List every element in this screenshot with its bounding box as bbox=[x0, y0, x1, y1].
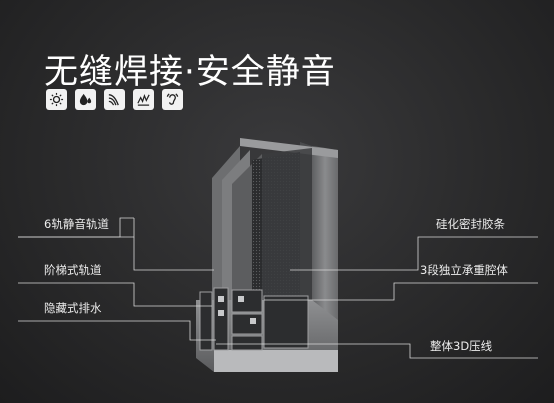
sound-wave-icon bbox=[133, 89, 154, 110]
leader-line-hidden-drainage bbox=[18, 320, 216, 341]
label-silicone-seal: 硅化密封胶条 bbox=[436, 217, 505, 231]
feature-icons bbox=[46, 89, 183, 110]
wind-icon bbox=[104, 89, 125, 110]
label-3-chambers: 3段独立承重腔体 bbox=[420, 263, 508, 277]
label-hidden-drainage: 隐藏式排水 bbox=[44, 301, 102, 315]
leader-line-chambers bbox=[264, 282, 538, 301]
label-3d-press-line: 整体3D压线 bbox=[430, 339, 493, 353]
leader-line-seal-strip bbox=[290, 236, 538, 271]
leader-line-stepped-track bbox=[18, 282, 212, 307]
label-stepped-track: 阶梯式轨道 bbox=[44, 263, 102, 277]
label-6-track-silent: 6轨静音轨道 bbox=[44, 217, 109, 231]
water-drop-icon bbox=[75, 89, 96, 110]
ear-icon bbox=[162, 89, 183, 110]
leader-line-3d-press bbox=[216, 343, 538, 359]
sun-icon bbox=[46, 89, 67, 110]
headline: 无缝焊接·安全静音 bbox=[44, 52, 336, 92]
